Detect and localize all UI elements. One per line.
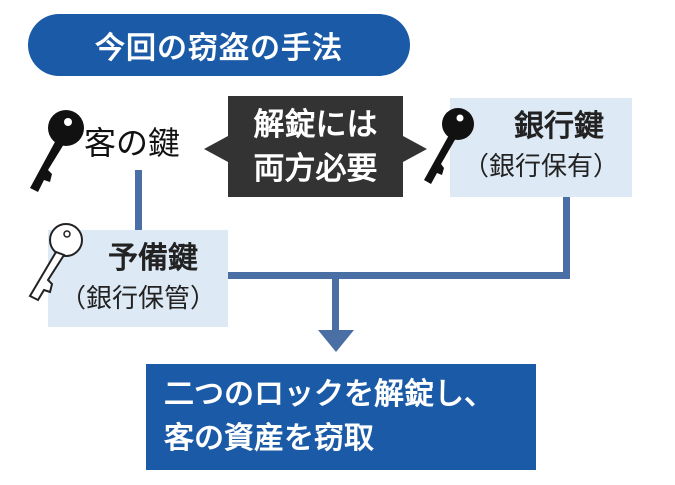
center-note-box: 解錠には 両方必要	[228, 96, 403, 197]
result-box: 二つのロックを解錠し、 客の資産を窃取	[146, 364, 536, 470]
center-note-line1: 解錠には	[253, 106, 378, 143]
connector-down	[332, 276, 339, 334]
connector-horizontal	[228, 272, 570, 279]
result-line1: 二つのロックを解錠し、	[164, 377, 494, 412]
connector-bank	[563, 197, 570, 279]
bank-key-label: 銀行鍵	[514, 109, 604, 144]
bank-key-box: 銀行鍵 （銀行保有）	[450, 98, 632, 197]
arrow-down-icon	[318, 330, 354, 352]
connector-customer	[135, 170, 142, 232]
arrow-right-icon	[403, 136, 427, 162]
diagram-title: 今回の窃盗の手法	[28, 14, 410, 76]
arrow-left-icon	[204, 136, 228, 162]
key-icon-spare	[28, 223, 83, 302]
customer-key-label: 客の鍵	[84, 124, 181, 162]
key-icon-bank	[424, 108, 474, 184]
center-note-line2: 両方必要	[253, 150, 378, 187]
result-line2: 客の資産を窃取	[164, 421, 374, 456]
spare-key-note: （銀行保管）	[59, 284, 216, 314]
key-icon-customer	[30, 110, 84, 192]
spare-key-label: 予備鍵	[108, 241, 198, 276]
bank-key-note: （銀行保有）	[462, 152, 619, 182]
